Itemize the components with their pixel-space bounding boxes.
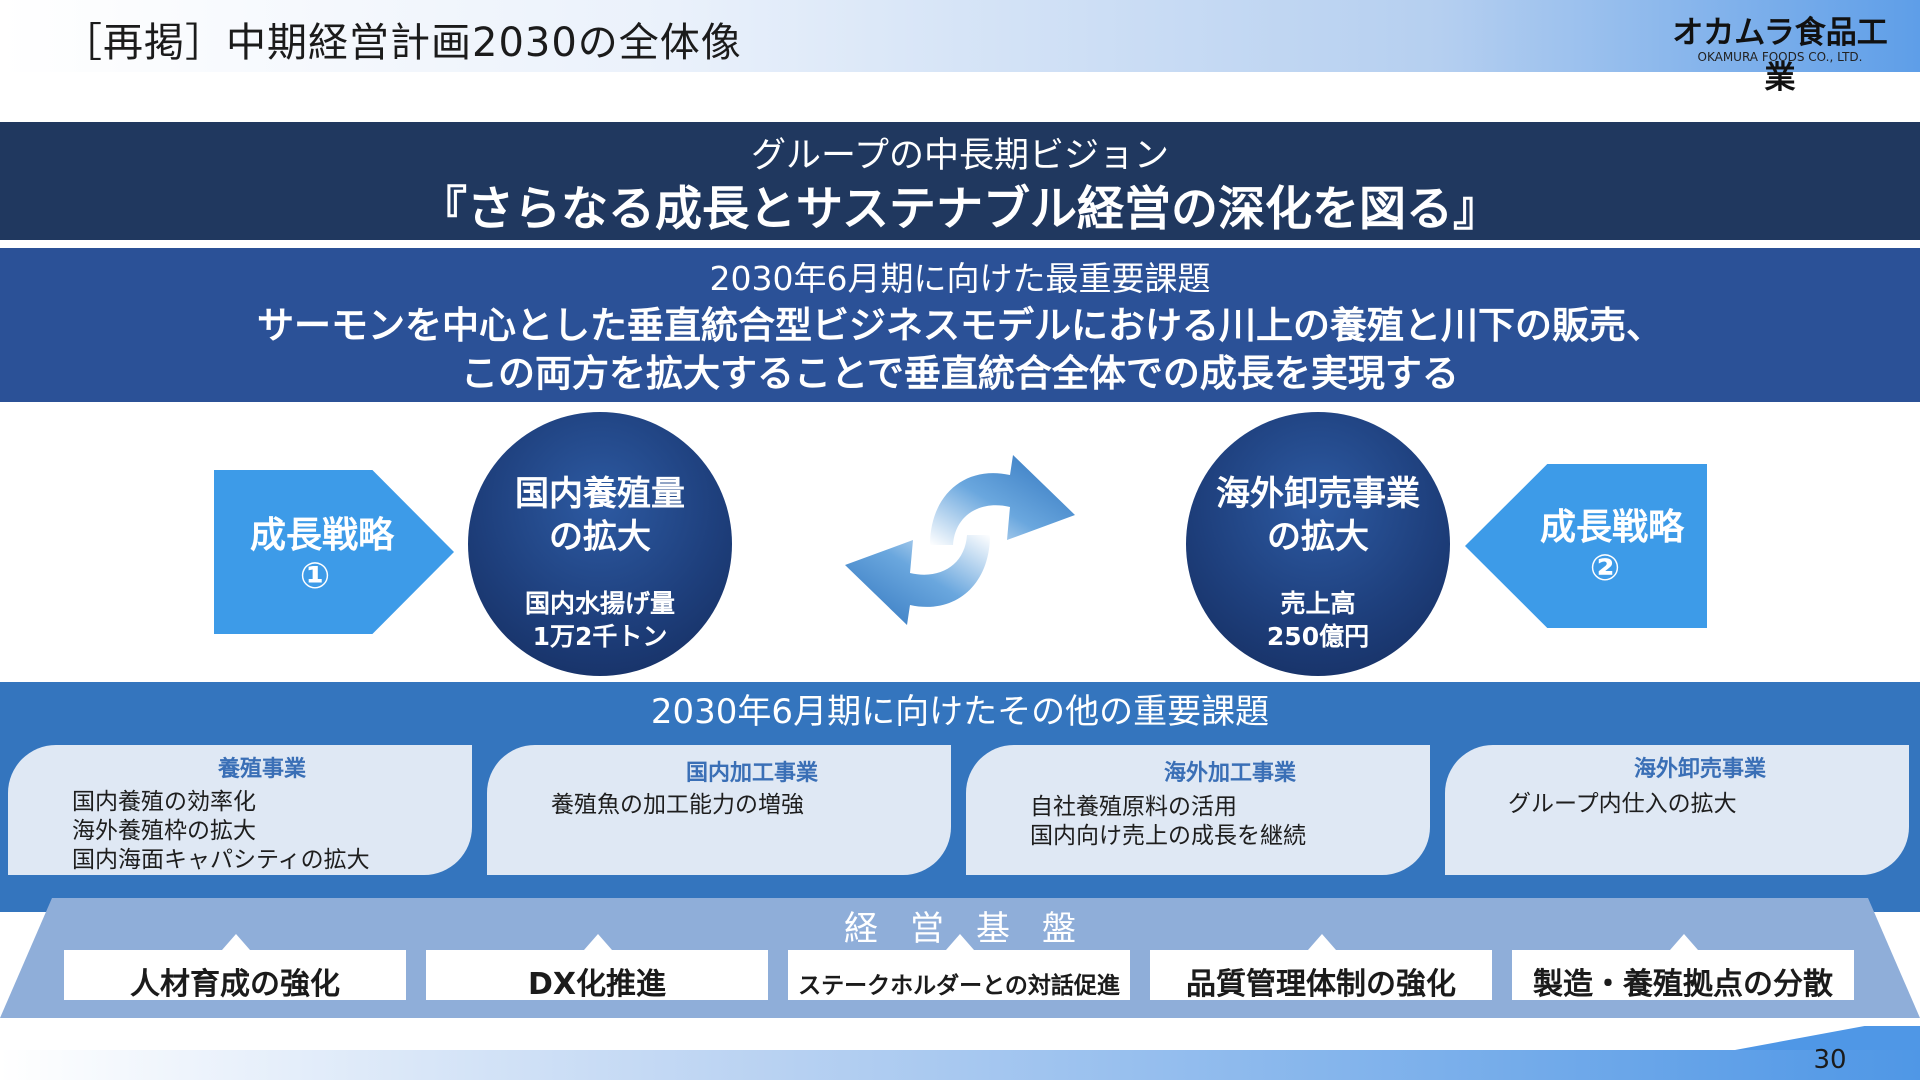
company-logo: オカムラ食品工業 [1672,15,1888,96]
foundation-item-label: 人材育成の強化 [130,967,340,1002]
foundation-box-pointer [584,934,612,950]
domestic-aquaculture-circle [468,412,732,676]
issue-card-title: 海外卸売事業 [1633,757,1766,782]
header-band [0,0,1920,72]
foundation-box-pointer [1308,934,1336,950]
circle-1-title-line-1: 国内養殖量 [515,474,685,514]
foundation-item-label: 品質管理体制の強化 [1186,967,1456,1002]
company-logo-subtitle: OKAMURA FOODS CO., LTD. [1697,50,1863,64]
issue-card-title: 海外加工事業 [1163,761,1296,786]
foundation-box-pointer [222,934,250,950]
issue-card-item: 海外養殖枠の拡大 [72,818,256,844]
key-issue-line-1: サーモンを中心とした垂直統合型ビジネスモデルにおける川上の養殖と川下の販売、 [257,304,1663,347]
foundation-item-box [64,950,406,1000]
page-title: ［再掲］中期経営計画2030の全体像 [62,20,742,66]
circle-2-target-value: 250億円 [1266,622,1370,651]
circle-2-title-line-1: 海外卸売事業 [1216,474,1420,514]
issue-card-title: 養殖事業 [217,757,306,782]
vision-statement: 『さらなる成長とサステナブル経営の深化を図る』 [419,182,1501,237]
issue-card-domestic-processing [487,745,951,875]
vision-subtitle: グループの中長期ビジョン [751,136,1169,176]
foundation-item-box [788,950,1130,1000]
overseas-wholesale-circle [1186,412,1450,676]
circle-1-target-value: 1万2千トン [532,622,668,651]
growth-strategy-2-number: ② [1589,548,1621,589]
footer-band [0,1050,1920,1080]
foundation-item-box [1512,950,1854,1000]
issue-card-aquaculture [8,745,472,875]
foundation-item-label: 製造・養殖拠点の分散 [1533,967,1833,1002]
issue-card-item: 自社養殖原料の活用 [1030,794,1237,820]
key-issue-band [0,248,1920,402]
circle-2-target-label: 売上高 [1280,589,1356,618]
issue-card-item: 養殖魚の加工能力の増強 [551,792,804,818]
issue-card-title: 国内加工事業 [685,761,818,786]
foundation-item-label: ステークホルダーとの対話促進 [798,973,1120,999]
foundation-item-box [1150,950,1492,1000]
foundation-item-label: DX化推進 [527,967,667,1002]
growth-strategy-1-title: 成長戦略 [249,515,394,556]
page-number: 30 [1813,1045,1847,1075]
other-issues-heading: 2030年6月期に向けたその他の重要課題 [650,692,1270,732]
growth-strategy-2-title: 成長戦略 [1539,507,1684,548]
key-issue-heading: 2030年6月期に向けた最重要課題 [709,259,1211,298]
circle-2-title-line-2: の拡大 [1267,517,1369,557]
foundation-box-pointer [946,934,974,950]
circle-1-target-label: 国内水揚げ量 [524,589,675,618]
issue-card-item: 国内海面キャパシティの拡大 [72,847,370,873]
issue-card-item: 国内養殖の効率化 [72,789,256,815]
key-issue-line-2: この両方を拡大することで垂直統合全体での成長を実現する [461,352,1459,395]
issue-card-item: グループ内仕入の拡大 [1508,791,1737,817]
issue-card-overseas-processing [966,745,1430,875]
vision-band [0,122,1920,240]
foundation-box-pointer [1670,934,1698,950]
issue-card-item: 国内向け売上の成長を継続 [1030,823,1306,849]
cycle-arrows-icon [845,455,1075,625]
issue-card-overseas-wholesale [1445,745,1909,875]
growth-strategy-1-number: ① [299,556,331,597]
circle-1-title-line-2: の拡大 [549,517,651,557]
foundation-item-box [426,950,768,1000]
